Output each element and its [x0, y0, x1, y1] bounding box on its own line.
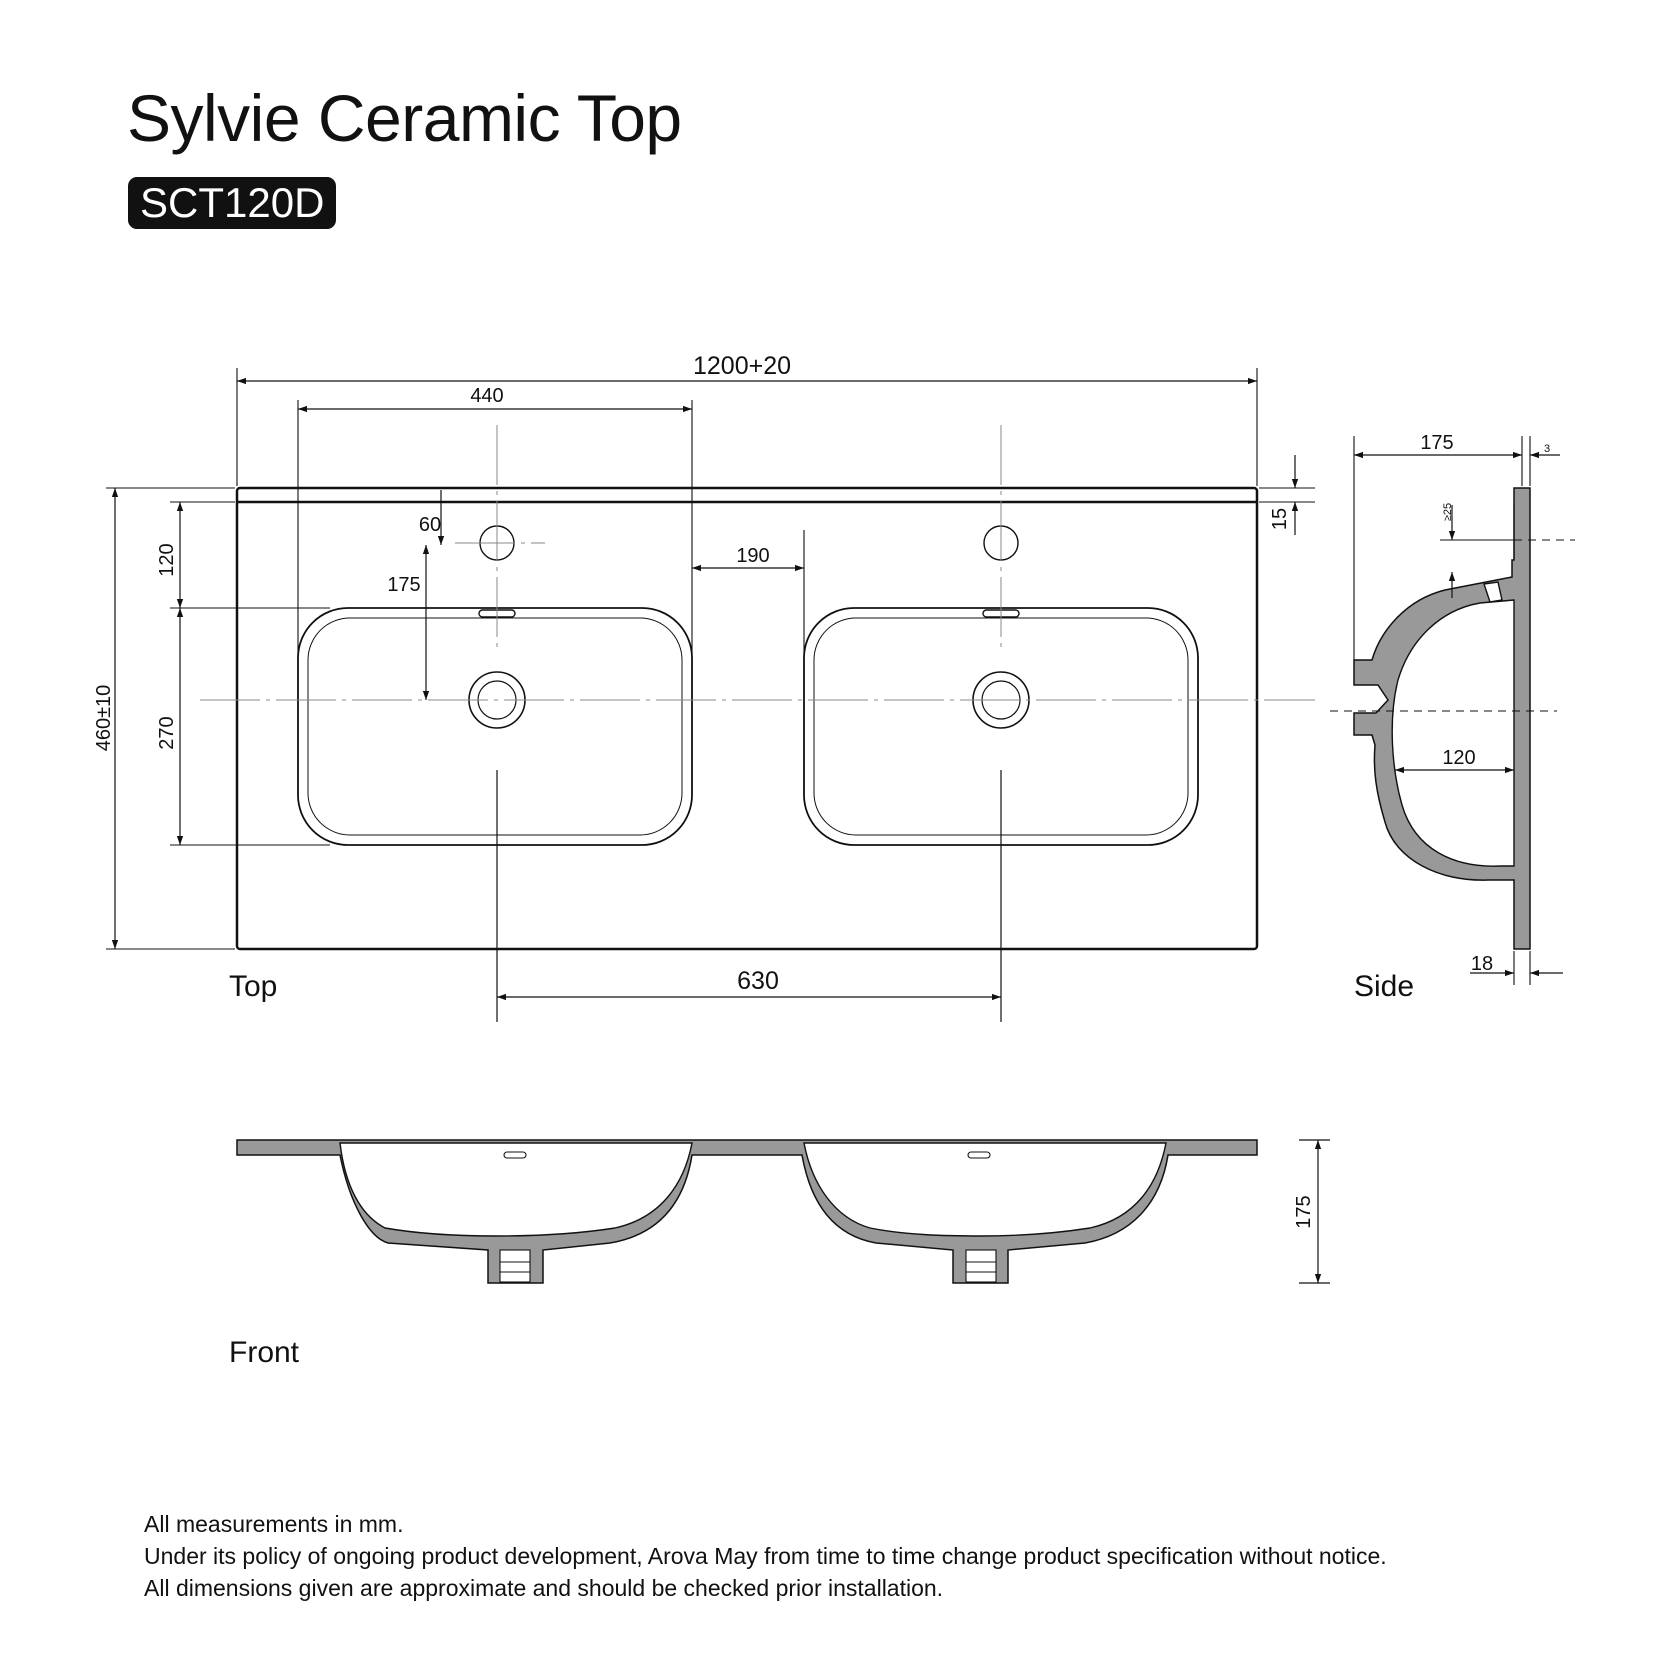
label-overall-depth: 460±10: [93, 685, 115, 752]
side-dimension-lines: [1354, 451, 1563, 977]
footnote-approximate: All dimensions given are approximate and…: [144, 1575, 944, 1601]
top-centerlines: [200, 425, 1315, 701]
side-overflow-channel: [1483, 581, 1503, 603]
label-basin-depth: 270: [156, 716, 178, 749]
footnote-policy: Under its policy of ongoing product deve…: [144, 1543, 1387, 1569]
label-side-lip: 3: [1544, 443, 1550, 455]
left-basin-inner: [307, 617, 683, 836]
label-side-min-clearance: ≥25: [1442, 503, 1454, 521]
label-rim-thickness: 15: [1269, 508, 1291, 530]
label-rear-to-basin: 120: [156, 543, 178, 576]
front-left-bowl-void: [339, 1142, 693, 1237]
countertop-outline: [235, 486, 1259, 951]
label-overall-width: 1200+20: [693, 352, 791, 380]
front-dimension-lines: [1299, 1139, 1330, 1284]
label-taphole-to-waste: 175: [387, 574, 420, 596]
front-waste-details: [499, 1151, 997, 1283]
side-bowl-inner-void: [1391, 599, 1515, 867]
front-view: 175: [236, 1139, 1330, 1284]
label-front-height: 175: [1293, 1195, 1315, 1228]
top-view: 1200+20 440 190 630 60 175 460±10 120 27…: [93, 352, 1315, 1022]
view-label-side: Side: [1354, 970, 1414, 1003]
label-basin-gap: 190: [736, 545, 769, 567]
side-dashed-lines: [1330, 539, 1575, 712]
left-basin-outer: [297, 607, 693, 846]
label-side-wall: 18: [1471, 953, 1493, 975]
side-lines: [1353, 436, 1531, 985]
view-label-top: Top: [229, 970, 277, 1003]
page-title: Sylvie Ceramic Top: [127, 81, 682, 155]
model-code-badge: SCT120D: [128, 177, 337, 229]
view-label-front: Front: [229, 1336, 300, 1369]
footnote-units: All measurements in mm.: [144, 1511, 404, 1537]
footnotes: All measurements in mm. Under its policy…: [144, 1508, 1387, 1604]
label-side-depth: 175: [1420, 432, 1453, 454]
label-rear-to-taphole: 60: [419, 514, 441, 536]
label-basin-width: 440: [470, 385, 503, 407]
top-dimension-lines: [111, 377, 1299, 1001]
front-right-bowl-void: [803, 1142, 1167, 1237]
label-waste-centres: 630: [737, 967, 779, 995]
label-side-bowl-depth: 120: [1442, 747, 1475, 769]
top-extension-lines: [106, 368, 1315, 950]
side-view: 175 3 ≥25 120 18: [1330, 432, 1575, 985]
